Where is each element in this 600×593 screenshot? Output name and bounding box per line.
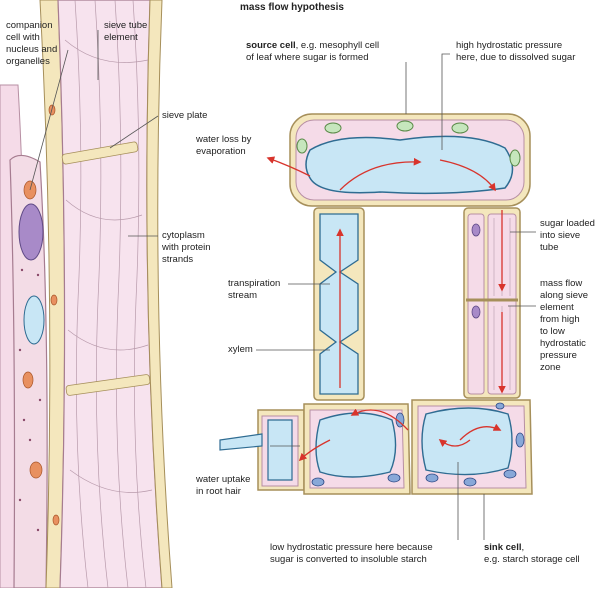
- organelle-dots: [18, 268, 42, 532]
- label-water-uptake: water uptake in root hair: [196, 474, 251, 497]
- label-sink-cell-desc: , e.g. starch storage cell: [484, 542, 580, 565]
- root-hair-vacuole: [267, 419, 293, 481]
- diagram-title: mass flow hypothesis: [240, 2, 344, 13]
- label-sieve-plate: sieve plate: [162, 110, 208, 121]
- source-arrow-1: [339, 157, 422, 191]
- label-source-cell-term: source cell: [246, 40, 296, 51]
- label-high-pressure: high hydrostatic pressure here, due to d…: [456, 40, 576, 63]
- evaporation-arrow: [266, 156, 311, 177]
- label-xylem: xylem: [228, 344, 253, 355]
- source-arrow-2: [439, 159, 496, 192]
- mass-flow-model: [219, 113, 533, 495]
- label-sieve-tube-element: sieve tube element: [104, 20, 148, 43]
- label-sugar-loaded: sugar loaded into sieve tube: [540, 218, 595, 253]
- starch-grains: [425, 402, 525, 487]
- root-hair-extension: [219, 433, 263, 451]
- sink-arrow-2: [438, 439, 471, 447]
- phloem-tissue-illustration: [0, 0, 173, 589]
- left-leader-lines: [29, 30, 159, 237]
- sieve-tube-element: [57, 0, 163, 589]
- label-cytoplasm: cytoplasm with protein strands: [162, 230, 211, 265]
- label-mass-flow: mass flow along sieve element from high …: [540, 278, 589, 373]
- sink-arrow-in: [459, 423, 502, 441]
- label-source-cell-desc: , e.g. mesophyll cell of leaf where suga…: [246, 40, 380, 63]
- sieve-plates: [61, 141, 151, 396]
- companion-nucleus-2: [471, 305, 481, 319]
- label-source-cell: source cell, e.g. mesophyll cell of leaf…: [246, 40, 379, 64]
- companion-cells: [467, 213, 485, 395]
- label-transpiration: transpiration stream: [228, 278, 281, 301]
- companion-vacuole: [23, 295, 45, 345]
- chloroplasts: [296, 120, 521, 167]
- companion-nucleus: [18, 203, 44, 261]
- root-cortex-vacuole: [315, 412, 397, 478]
- xylem-lumen: [319, 213, 359, 395]
- label-companion-cell: companion cell with nucleus and organell…: [6, 20, 58, 67]
- protein-strands: [64, 0, 153, 589]
- label-water-loss: water loss by evaporation: [196, 134, 252, 157]
- label-sink-cell-term: sink cell: [484, 542, 522, 553]
- cortex-arrow: [350, 408, 409, 431]
- root-arrow: [298, 439, 331, 462]
- right-leader-lines: [256, 53, 536, 540]
- flow-arrows: [266, 156, 506, 462]
- sink-vacuole: [421, 407, 513, 476]
- label-sink-cell: sink cell, e.g. starch storage cell: [484, 542, 580, 566]
- source-vacuole: [305, 135, 514, 195]
- companion-nucleus-1: [471, 223, 481, 237]
- label-low-pressure: low hydrostatic pressure here because su…: [270, 542, 433, 565]
